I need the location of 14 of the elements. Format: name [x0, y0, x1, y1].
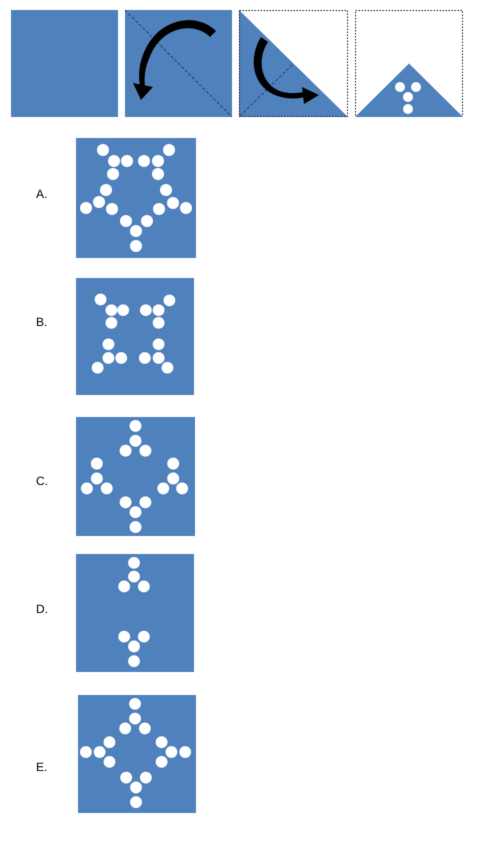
fold-step-diagram — [239, 10, 348, 117]
punched-paper-diagram — [355, 10, 463, 117]
paper-square — [11, 10, 118, 117]
dot-pattern-square — [78, 695, 196, 813]
option-letter: A. — [36, 187, 48, 201]
option-letter: E. — [36, 760, 48, 774]
option-letter: B. — [36, 315, 48, 329]
dot-pattern-square — [76, 278, 194, 395]
dot-pattern-square — [76, 554, 194, 672]
dot-pattern-square — [76, 417, 195, 536]
fold-step-diagram — [125, 10, 232, 117]
dot-pattern-square — [76, 138, 196, 258]
option-letter: C. — [36, 474, 48, 488]
option-letter: D. — [36, 602, 48, 616]
